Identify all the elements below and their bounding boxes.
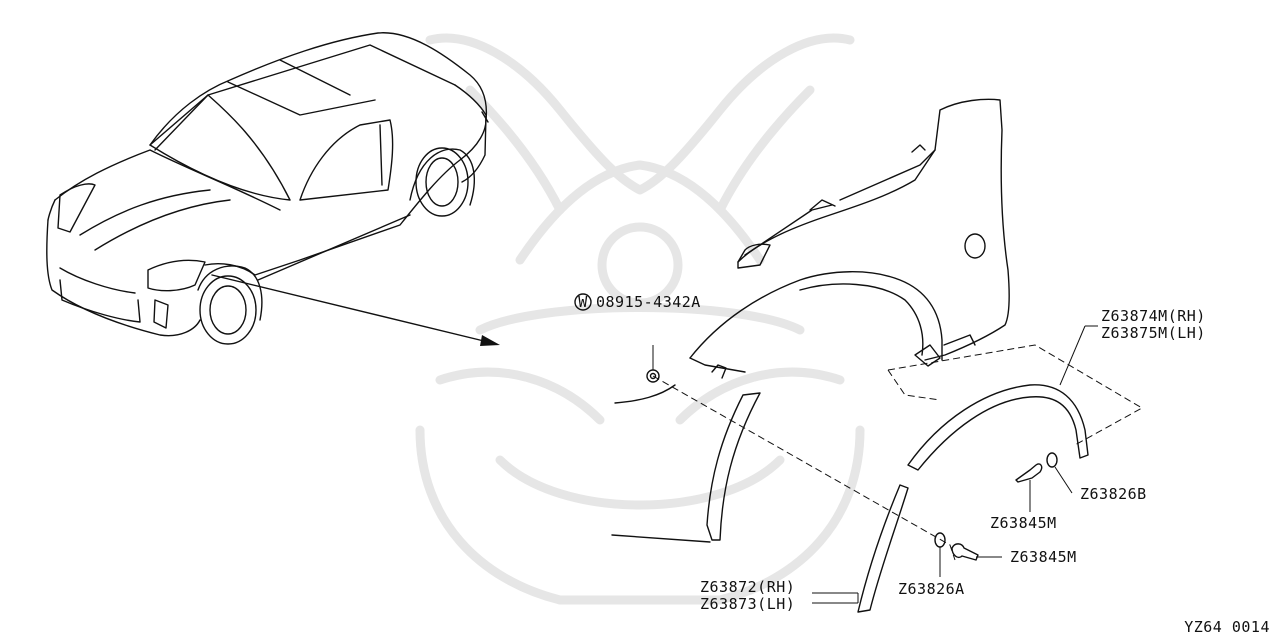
screw-z63845m-upper: [1015, 463, 1043, 512]
clip-z63826b: [1046, 452, 1073, 494]
label-screw-lower: Z63845M: [1010, 548, 1077, 566]
front-mudguard-leader: [812, 592, 859, 604]
rear-mudguard: [887, 325, 1144, 471]
clip-z63826a: [934, 532, 946, 577]
screw-z63845m-lower: [951, 543, 1002, 561]
bolt-marker: W: [574, 293, 592, 311]
label-bolt-08915: 08915-4342A: [596, 293, 701, 311]
label-clip-b: Z63826B: [1080, 485, 1147, 503]
watermark-emblem: [415, 33, 865, 605]
label-rear-mudguard-lh: Z63875M(LH): [1101, 324, 1206, 342]
front-mudguard: [611, 384, 909, 613]
diagram-code: YZ64 0014: [1184, 618, 1270, 636]
front-fender: [689, 98, 1010, 379]
label-front-mudguard-lh: Z63873(LH): [700, 595, 795, 613]
assembly-guide: [652, 375, 956, 561]
bolt-08915: [646, 345, 660, 383]
label-rear-mudguard-rh: Z63874M(RH): [1101, 307, 1206, 325]
car-outline: [46, 32, 500, 346]
label-front-mudguard-rh: Z63872(RH): [700, 578, 795, 596]
label-clip-a: Z63826A: [898, 580, 965, 598]
bolt-marker-letter: W: [578, 293, 588, 311]
label-screw-upper: Z63845M: [990, 514, 1057, 532]
